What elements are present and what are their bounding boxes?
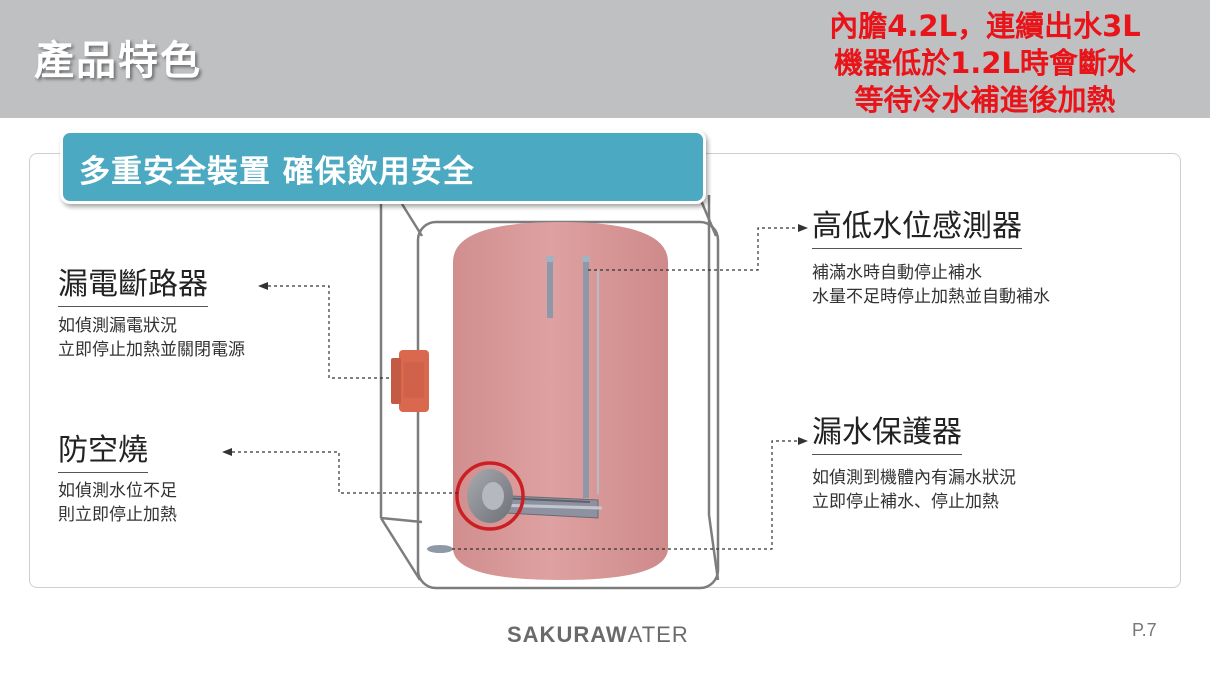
callout-lines xyxy=(232,227,800,550)
header-band xyxy=(0,0,1210,118)
dry-burn-highlight-circle xyxy=(455,461,525,531)
safety-banner-text: 多重安全裝置 確保飲用安全 xyxy=(79,154,475,190)
capacity-note-line-2: 機器低於1.2L時會斷水 xyxy=(834,46,1136,80)
water-level-sensor-desc: 補滿水時自動停止補水 水量不足時停止加熱並自動補水 xyxy=(812,261,1050,309)
leakage-breaker-desc: 如偵測漏電狀況 立即停止加熱並關閉電源 xyxy=(58,314,245,362)
leakage-breaker-box xyxy=(391,350,429,412)
leakage-breaker-desc-line-2: 立即停止加熱並關閉電源 xyxy=(58,340,245,360)
capacity-note-line-1: 內膽4.2L，連續出水3L xyxy=(829,9,1141,43)
water-tank xyxy=(453,222,668,580)
dry-burn-desc: 如偵測水位不足 則立即停止加熱 xyxy=(58,479,177,527)
capacity-note: 內膽4.2L，連續出水3L 機器低於1.2L時會斷水 等待冷水補進後加熱 xyxy=(770,8,1200,119)
logo-text-rest: ATER xyxy=(627,622,689,647)
water-level-probes xyxy=(546,256,599,498)
leak-protector-desc-line-2: 立即停止補水、停止加熱 xyxy=(812,492,999,512)
callout-arrowheads xyxy=(222,224,808,456)
dry-burn-desc-line-1: 如偵測水位不足 xyxy=(58,481,177,501)
water-level-sensor-title: 高低水位感測器 xyxy=(812,208,1022,249)
leak-sensor xyxy=(427,545,453,553)
sakura-water-logo: SAKURAWATER xyxy=(507,622,689,648)
leakage-breaker-desc-line-1: 如偵測漏電狀況 xyxy=(58,316,177,336)
housing-frame xyxy=(379,195,720,581)
logo-text-bold: SAKURAW xyxy=(507,622,628,647)
heating-element xyxy=(467,469,603,523)
page-number: P.7 xyxy=(1132,620,1157,640)
water-level-sensor-desc-line-2: 水量不足時停止加熱並自動補水 xyxy=(812,287,1050,307)
water-level-sensor-desc-line-1: 補滿水時自動停止補水 xyxy=(812,263,982,283)
page-title: 產品特色 xyxy=(34,38,202,84)
dry-burn-desc-line-2: 則立即停止加熱 xyxy=(58,505,177,525)
dry-burn-title: 防空燒 xyxy=(58,432,148,473)
leak-protector-desc-line-1: 如偵測到機體內有漏水狀況 xyxy=(812,468,1016,488)
safety-banner: 多重安全裝置 確保飲用安全 xyxy=(60,130,706,204)
leak-protector-desc: 如偵測到機體內有漏水狀況 立即停止補水、停止加熱 xyxy=(812,466,1016,514)
leakage-breaker-title: 漏電斷路器 xyxy=(58,266,208,307)
capacity-note-line-3: 等待冷水補進後加熱 xyxy=(854,83,1116,117)
leak-protector-title: 漏水保護器 xyxy=(812,414,962,455)
